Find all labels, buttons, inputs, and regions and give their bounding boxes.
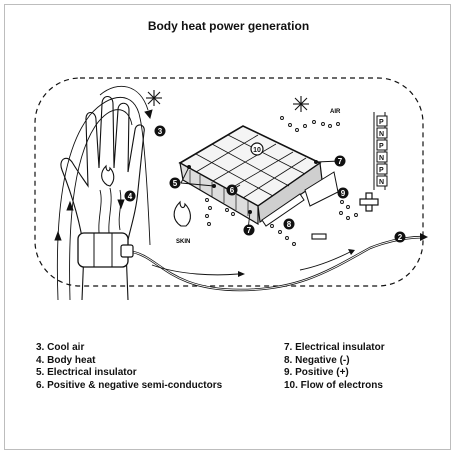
legend-item: 3. Cool air bbox=[36, 342, 85, 353]
svg-text:7: 7 bbox=[247, 226, 252, 235]
stack-letter: N bbox=[379, 155, 384, 162]
negative-sign bbox=[311, 233, 327, 240]
callout-9: 9 bbox=[337, 187, 349, 199]
svg-text:8: 8 bbox=[287, 220, 292, 229]
connector bbox=[120, 244, 134, 258]
air-label: AIR bbox=[330, 109, 341, 115]
snowflake-icon bbox=[146, 90, 162, 106]
svg-text:2: 2 bbox=[398, 233, 403, 242]
legend-item: 10. Flow of electrons bbox=[284, 379, 383, 391]
flow-arrow bbox=[299, 251, 351, 271]
legend-item: 6. Positive & negative semi-conductors bbox=[36, 379, 223, 391]
stack-letter: P bbox=[379, 167, 384, 174]
callout-3: 3 bbox=[154, 125, 166, 137]
legend-item: 7. Electrical insulator bbox=[284, 342, 385, 353]
callout-4: 4 bbox=[124, 190, 136, 202]
callout-2: 2 bbox=[394, 231, 406, 243]
legend-item: 5. Electrical insulator bbox=[36, 367, 137, 378]
thermoelectric-module bbox=[178, 125, 339, 227]
legend-left: 3. Cool air 4. Body heat 5. Electrical i… bbox=[36, 342, 222, 392]
positive-sign bbox=[359, 192, 379, 212]
svg-text:4: 4 bbox=[128, 192, 133, 201]
diagram-title: Body heat power generation bbox=[147, 19, 310, 33]
stack-letter: P bbox=[379, 119, 384, 126]
figure-frame bbox=[4, 4, 451, 450]
callout-8: 8 bbox=[283, 218, 295, 230]
flow-arrow bbox=[151, 264, 239, 276]
pn-stack bbox=[373, 112, 388, 190]
legend-item: 4. Body heat bbox=[36, 354, 96, 366]
flame-icon bbox=[173, 200, 191, 227]
snowflake-icon bbox=[293, 96, 309, 112]
stack-letter: P bbox=[379, 143, 384, 150]
svg-text:3: 3 bbox=[158, 127, 163, 136]
heat-dots bbox=[205, 116, 358, 246]
callout-10: 10 bbox=[250, 142, 264, 156]
callout-7-lower: 7 bbox=[243, 224, 255, 236]
legend-item: 9. Positive (+) bbox=[284, 367, 349, 378]
callout-7: 7 bbox=[334, 155, 346, 167]
callout-6: 6 bbox=[226, 184, 238, 196]
hand-outline bbox=[60, 95, 145, 301]
skin-label: SKIN bbox=[176, 239, 190, 245]
callout-5: 5 bbox=[169, 177, 181, 189]
arrow-head bbox=[420, 233, 428, 241]
air-boundary bbox=[34, 77, 424, 287]
electron-wire-inner bbox=[132, 236, 426, 291]
stack-letter: N bbox=[379, 131, 384, 138]
svg-text:10: 10 bbox=[253, 147, 261, 154]
legend-right: 7. Electrical insulator 8. Negative (-) … bbox=[284, 342, 385, 392]
svg-text:9: 9 bbox=[341, 189, 346, 198]
svg-text:5: 5 bbox=[173, 179, 178, 188]
legend-item: 8. Negative (-) bbox=[284, 354, 350, 366]
svg-text:7: 7 bbox=[338, 157, 343, 166]
stack-letter: N bbox=[379, 179, 384, 186]
svg-text:6: 6 bbox=[230, 186, 235, 195]
flame-icon bbox=[101, 164, 115, 187]
